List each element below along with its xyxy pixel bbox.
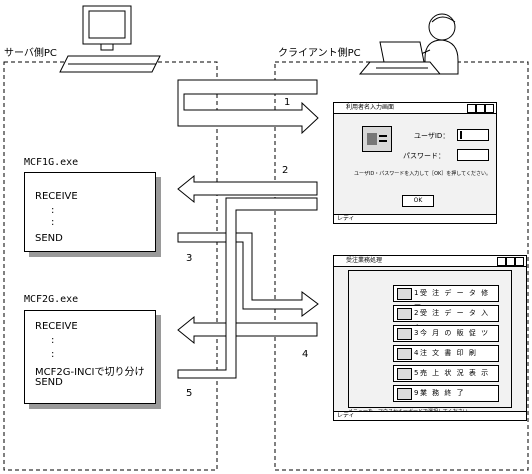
user-id-input[interactable]: [457, 129, 489, 141]
program1-line: SEND: [35, 233, 63, 244]
maximize-icon[interactable]: [506, 257, 515, 266]
menu-panel: 1受 注 デ ー タ 修 正 2受 注 デ ー タ 入 力 3今 月 の 販 促…: [348, 270, 512, 408]
menu-item-icon: [397, 288, 412, 300]
flow-arrow-3: [177, 232, 319, 317]
flow-arrow-2: [177, 174, 318, 204]
program2-box: RECEIVE : : MCF2G-INCIで切り分け SEND: [24, 310, 156, 404]
login-window-title: 利用者名入力画面: [346, 104, 395, 111]
menu-button-9[interactable]: 9業 務 終 了: [393, 385, 499, 402]
program1-line: :: [51, 217, 55, 228]
menu-button-5[interactable]: 5売 上 状 況 表 示: [393, 365, 499, 382]
menu-item-icon: [397, 308, 412, 320]
close-icon[interactable]: [515, 257, 524, 266]
program2-line: SEND: [35, 377, 63, 388]
flow-arrow-1: [177, 79, 319, 135]
password-input[interactable]: [457, 149, 489, 161]
client-pc-label: クライアント側PC: [278, 48, 361, 59]
menu-button-label: 5売 上 状 況 表 示: [414, 369, 490, 377]
program1-box: RECEIVE : : SEND: [24, 172, 156, 252]
step-number: 5: [186, 388, 193, 399]
program2-name: MCF2G.exe: [24, 294, 79, 305]
user-id-label: ユーザID：: [414, 132, 450, 140]
menu-item-icon: [397, 348, 412, 360]
step-number: 2: [282, 165, 289, 176]
step-number: 4: [302, 349, 309, 360]
password-label: パスワード：: [403, 152, 445, 160]
menu-item-icon: [397, 328, 412, 340]
maximize-icon[interactable]: [476, 104, 485, 113]
menu-button-3[interactable]: 3今 月 の 販 促 ツ ー ル: [393, 325, 499, 352]
step-number: 1: [284, 97, 291, 108]
login-window: 利用者名入力画面 ユーザID： パスワード： ユーザID・パスワードを入力して［…: [333, 102, 497, 224]
step-number: 3: [186, 253, 193, 264]
program2-line: :: [51, 335, 55, 346]
ok-button[interactable]: OK: [402, 195, 434, 207]
program1-line: RECEIVE: [35, 191, 78, 202]
menu-window-titlebar: 受注業務処理: [334, 256, 526, 267]
menu-window: 受注業務処理 1受 注 デ ー タ 修 正 2受 注 デ ー タ 入 力 3今 …: [333, 255, 527, 421]
menu-item-icon: [397, 368, 412, 380]
flow-arrow-5: [177, 197, 318, 379]
menu-button-2[interactable]: 2受 注 デ ー タ 入 力: [393, 305, 499, 332]
minimize-icon[interactable]: [467, 104, 476, 113]
server-pc-label: サーバ側PC: [4, 48, 57, 59]
login-instruction: ユーザID・パスワードを入力して［OK］を押してください。: [354, 171, 491, 177]
program2-line: MCF2G-INCIで切り分け: [35, 367, 145, 378]
menu-button-label: 9業 務 終 了: [414, 389, 466, 397]
menu-button-label: 4注 文 書 印 刷: [414, 349, 478, 357]
flow-arrow-4: [177, 315, 318, 345]
menu-button-4[interactable]: 4注 文 書 印 刷: [393, 345, 499, 362]
id-card-icon: [362, 126, 392, 152]
program1-name: MCF1G.exe: [24, 157, 79, 168]
login-window-titlebar: 利用者名入力画面: [334, 103, 496, 114]
client-user-icon: [358, 13, 459, 75]
program1-line: :: [51, 205, 55, 216]
close-icon[interactable]: [485, 104, 494, 113]
server-computer-icon: [59, 5, 161, 73]
minimize-icon[interactable]: [497, 257, 506, 266]
menu-button-1[interactable]: 1受 注 デ ー タ 修 正: [393, 285, 499, 312]
program2-line: RECEIVE: [35, 321, 78, 332]
menu-status-bar: レディ: [334, 411, 526, 420]
menu-window-title: 受注業務処理: [346, 257, 383, 264]
program2-line: :: [51, 349, 55, 360]
menu-item-icon: [397, 388, 412, 400]
login-status-bar: レディ: [334, 214, 496, 223]
